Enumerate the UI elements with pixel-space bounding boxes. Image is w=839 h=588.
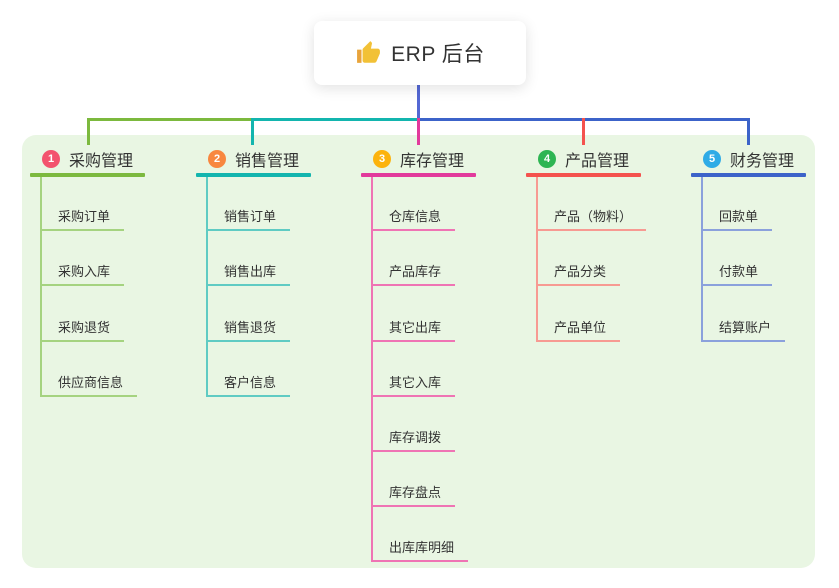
branch-underline-inventory: [361, 173, 476, 177]
node-stock-transfer[interactable]: 库存调拨: [371, 424, 456, 452]
node-customer-info[interactable]: 客户信息: [206, 369, 291, 397]
node-product-category[interactable]: 产品分类: [536, 258, 621, 286]
node-purchase-inbound[interactable]: 采购入库: [40, 258, 125, 286]
branch-title-purchase[interactable]: 1 采购管理: [30, 146, 190, 172]
branch-label-purchase: 采购管理: [69, 153, 134, 170]
node-other-outbound[interactable]: 其它出库: [371, 314, 456, 342]
branch-title-finance[interactable]: 5 财务管理: [691, 146, 839, 172]
branch-badge-3: 3: [373, 150, 391, 168]
branch-badge-5: 5: [703, 150, 721, 168]
branch-child-stem-product: [536, 177, 538, 342]
branch-badge-4: 4: [538, 150, 556, 168]
connector-drop-sales: [251, 118, 254, 145]
node-sales-outbound[interactable]: 销售出库: [206, 258, 291, 286]
branch-child-stem-inventory: [371, 177, 373, 562]
node-supplier-info[interactable]: 供应商信息: [40, 369, 138, 397]
branch-child-stem-sales: [206, 177, 208, 397]
branches-background-panel: [22, 135, 815, 568]
branch-child-stem-purchase: [40, 177, 42, 397]
branch-badge-1: 1: [42, 150, 60, 168]
node-product-unit[interactable]: 产品单位: [536, 314, 621, 342]
node-purchase-order[interactable]: 采购订单: [40, 203, 125, 231]
branch-underline-product: [526, 173, 641, 177]
connector-drop-finance: [747, 118, 750, 145]
branch-underline-purchase: [30, 173, 145, 177]
branch-title-product[interactable]: 4 产品管理: [526, 146, 686, 172]
root-connector-line: [417, 85, 420, 121]
branch-child-stem-finance: [701, 177, 703, 342]
node-purchase-return[interactable]: 采购退货: [40, 314, 125, 342]
branch-underline-sales: [196, 173, 311, 177]
branch-label-product: 产品管理: [565, 153, 630, 170]
branch-label-finance: 财务管理: [730, 153, 795, 170]
branch-title-inventory[interactable]: 3 库存管理: [361, 146, 521, 172]
connector-horizontal-sales: [253, 118, 419, 121]
connector-drop-purchase: [87, 118, 90, 145]
branch-label-sales: 销售管理: [235, 153, 300, 170]
root-node-label: ERP 后台: [391, 43, 485, 66]
branch-underline-finance: [691, 173, 806, 177]
root-node-erp[interactable]: ERP 后台: [314, 21, 526, 85]
connector-horizontal-purchase: [87, 118, 254, 121]
node-receipt-bill[interactable]: 回款单: [701, 203, 773, 231]
branch-title-sales[interactable]: 2 销售管理: [196, 146, 356, 172]
connector-drop-inventory: [417, 118, 420, 145]
node-product-stock[interactable]: 产品库存: [371, 258, 456, 286]
branch-label-inventory: 库存管理: [400, 153, 465, 170]
thumbs-up-icon: [357, 41, 381, 63]
node-sales-order[interactable]: 销售订单: [206, 203, 291, 231]
node-product-material[interactable]: 产品（物料）: [536, 203, 647, 231]
node-sales-return[interactable]: 销售退货: [206, 314, 291, 342]
node-payment-bill[interactable]: 付款单: [701, 258, 773, 286]
node-settlement-account[interactable]: 结算账户: [701, 314, 786, 342]
node-stock-io-details[interactable]: 出库库明细: [371, 534, 469, 562]
connector-drop-product: [582, 118, 585, 145]
node-stock-taking[interactable]: 库存盘点: [371, 479, 456, 507]
node-other-inbound[interactable]: 其它入库: [371, 369, 456, 397]
node-warehouse-info[interactable]: 仓库信息: [371, 203, 456, 231]
branch-badge-2: 2: [208, 150, 226, 168]
